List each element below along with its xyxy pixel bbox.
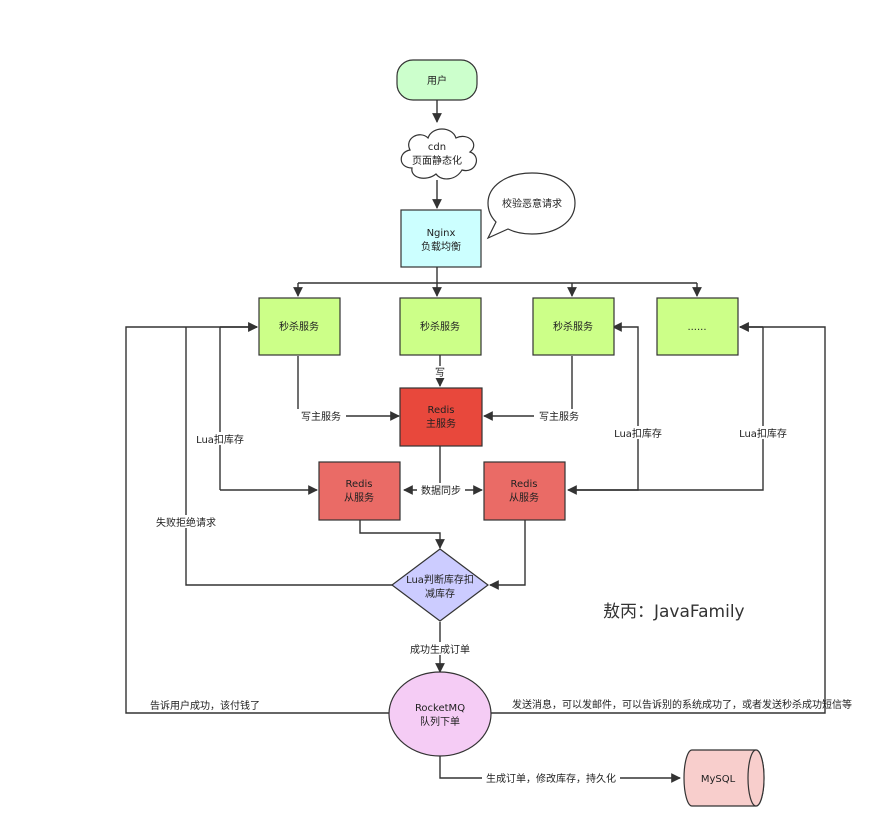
edge-notify-others: [490, 322, 826, 714]
edge-lua-right: [638, 327, 764, 491]
node-callout-bubble: 校验恶意请求: [486, 172, 576, 240]
node-cdn-label-1: cdn: [428, 142, 446, 153]
node-seckill-1: 秒杀服务: [258, 297, 341, 356]
node-redis-master: Redis 主服务: [399, 387, 483, 447]
node-nginx: Nginx 负载均衡: [400, 209, 482, 268]
node-nginx-label-2: 负载均衡: [421, 240, 461, 253]
node-redis-slave-left-label-1: Redis: [346, 479, 373, 490]
node-seckill-3-label: 秒杀服务: [553, 320, 593, 333]
node-mysql-label: MySQL: [701, 774, 736, 785]
node-redis-slave-left: Redis 从服务: [318, 461, 401, 521]
node-seckill-3: 秒杀服务: [532, 297, 615, 356]
edge-right-slave-decision: [489, 520, 526, 590]
node-seckill-2: 秒杀服务: [399, 297, 482, 356]
node-seckill-2-label: 秒杀服务: [420, 320, 460, 333]
node-callout-label: 校验恶意请求: [502, 197, 562, 210]
node-nginx-label-1: Nginx: [427, 228, 456, 239]
node-user-label: 用户: [427, 74, 447, 87]
node-redis-slave-right: Redis 从服务: [483, 461, 566, 521]
edge-write-master-left: [297, 356, 400, 421]
node-mysql: MySQL: [683, 749, 765, 807]
label-write-master-left: 写主服务: [301, 410, 341, 423]
label-lua-deduct-right: Lua扣库存: [739, 427, 787, 440]
label-write-master-right: 写主服务: [539, 410, 579, 423]
node-redis-slave-left-label-2: 从服务: [344, 491, 374, 504]
node-seckill-more-label: ......: [687, 322, 706, 333]
node-cdn-label-2: 页面静态化: [412, 154, 462, 167]
edge-labels: 写 写主服务 写主服务 Lua扣库存 Lua扣库存 Lua扣库存 数据同步 失败…: [144, 366, 852, 785]
label-lua-deduct-mid: Lua扣库存: [614, 427, 662, 440]
edge-write-master-right: [483, 356, 573, 421]
node-seckill-1-label: 秒杀服务: [279, 320, 319, 333]
label-lua-deduct-left: Lua扣库存: [196, 433, 244, 446]
node-redis-slave-right-label-1: Redis: [511, 479, 538, 490]
edge-left-slave-decision: [359, 520, 445, 549]
node-rocketmq-label-1: RocketMQ: [415, 703, 465, 714]
label-write: 写: [435, 367, 445, 379]
watermark: 敖丙：JavaFamily: [603, 602, 745, 622]
node-rocketmq-label-2: 队列下单: [420, 715, 460, 728]
edge-reject: [185, 327, 393, 586]
edge-tell-user: [125, 322, 390, 714]
node-decision-label-2: 减库存: [425, 587, 455, 600]
node-decision: Lua判断库存扣 减库存: [391, 548, 489, 622]
label-persist: 生成订单，修改库存，持久化: [486, 772, 616, 785]
label-notify-others: 发送消息，可以发邮件，可以告诉别的系统成功了，或者发送秒杀成功短信等: [512, 698, 852, 711]
label-order-success: 成功生成订单: [410, 643, 470, 656]
label-data-sync: 数据同步: [421, 484, 461, 497]
node-user: 用户: [396, 59, 478, 101]
node-redis-slave-right-label-2: 从服务: [509, 491, 539, 504]
node-decision-label-1: Lua判断库存扣: [406, 573, 474, 586]
nodes: 用户 cdn 页面静态化 Nginx 负载均衡 校验恶意请求 秒杀服务 秒杀服务: [258, 59, 765, 807]
node-redis-master-label-2: 主服务: [426, 417, 456, 430]
label-tell-user: 告诉用户成功，该付钱了: [150, 699, 260, 712]
label-reject: 失败拒绝请求: [156, 516, 216, 529]
node-redis-master-label-1: Redis: [428, 405, 455, 416]
node-cdn-cloud: cdn 页面静态化: [400, 128, 478, 180]
node-seckill-more: ......: [656, 297, 739, 356]
node-rocketmq: RocketMQ 队列下单: [388, 671, 492, 757]
